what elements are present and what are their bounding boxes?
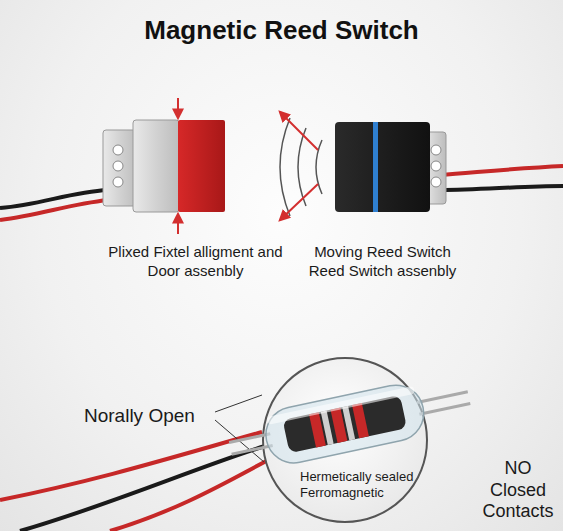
part-label: Moving Reed Switch Reed Switch assenbly	[300, 243, 465, 281]
contact-label: NO Closed Contacts	[476, 458, 560, 523]
material-label: Hermetically sealed Ferromagnetic	[300, 469, 430, 502]
state-label: Norally Open	[84, 404, 212, 428]
part-label: Plixed Fixtel alligment and Door assenbl…	[108, 243, 283, 281]
diagram-title: Magnetic Reed Switch	[0, 14, 563, 47]
